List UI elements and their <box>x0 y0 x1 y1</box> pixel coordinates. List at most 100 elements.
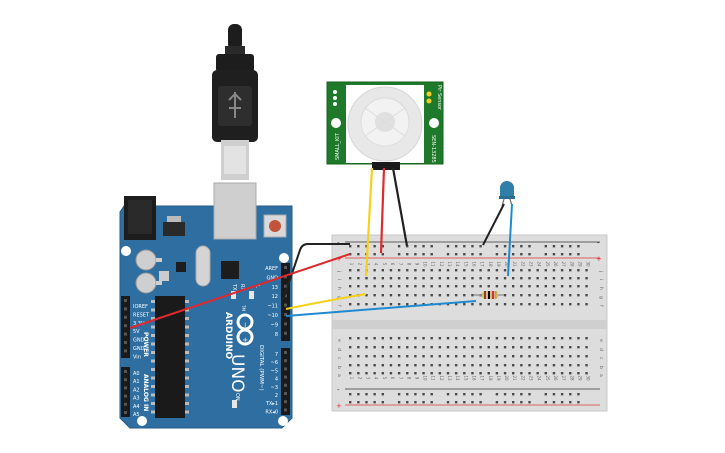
breadboard-hole[interactable] <box>381 372 384 375</box>
breadboard-hole[interactable] <box>373 285 376 288</box>
breadboard-hole[interactable] <box>528 294 531 297</box>
rail-hole[interactable] <box>503 253 507 256</box>
breadboard-hole[interactable] <box>487 364 490 367</box>
breadboard-hole[interactable] <box>569 337 572 340</box>
breadboard-hole[interactable] <box>406 372 409 375</box>
breadboard-hole[interactable] <box>487 269 490 272</box>
rail-hole[interactable] <box>381 401 384 404</box>
breadboard-hole[interactable] <box>438 277 442 280</box>
breadboard-hole[interactable] <box>463 294 466 297</box>
rail-hole[interactable] <box>349 245 352 248</box>
breadboard-hole[interactable] <box>512 294 515 297</box>
breadboard-hole[interactable] <box>406 285 409 288</box>
breadboard-hole[interactable] <box>585 285 588 288</box>
breadboard-hole[interactable] <box>454 277 458 280</box>
rail-hole[interactable] <box>373 253 376 256</box>
rail-hole[interactable] <box>577 253 580 256</box>
breadboard-hole[interactable] <box>503 303 507 306</box>
breadboard-hole[interactable] <box>552 346 556 349</box>
rail-hole[interactable] <box>373 245 376 248</box>
breadboard-hole[interactable] <box>446 372 450 375</box>
breadboard-hole[interactable] <box>512 285 515 288</box>
rail-hole[interactable] <box>544 245 547 248</box>
rail-hole[interactable] <box>544 253 547 256</box>
breadboard-hole[interactable] <box>446 337 450 340</box>
breadboard-hole[interactable] <box>389 269 393 272</box>
rail-hole[interactable] <box>381 253 384 256</box>
breadboard-hole[interactable] <box>495 269 499 272</box>
breadboard-hole[interactable] <box>430 285 433 288</box>
breadboard-hole[interactable] <box>454 337 458 340</box>
breadboard-hole[interactable] <box>349 277 352 280</box>
breadboard-hole[interactable] <box>495 346 499 349</box>
rail-hole[interactable] <box>552 393 556 396</box>
breadboard-hole[interactable] <box>414 337 417 340</box>
breadboard-hole[interactable] <box>503 364 507 367</box>
rail-hole[interactable] <box>406 253 409 256</box>
breadboard-hole[interactable] <box>397 294 401 297</box>
breadboard-hole[interactable] <box>438 294 442 297</box>
breadboard-hole[interactable] <box>446 294 450 297</box>
breadboard-hole[interactable] <box>536 337 539 340</box>
rail-hole[interactable] <box>446 245 450 248</box>
rail-hole[interactable] <box>430 393 433 396</box>
breadboard-hole[interactable] <box>552 364 556 367</box>
breadboard-hole[interactable] <box>463 285 466 288</box>
breadboard-hole[interactable] <box>520 285 523 288</box>
breadboard-hole[interactable] <box>544 277 547 280</box>
breadboard-hole[interactable] <box>552 277 556 280</box>
breadboard-hole[interactable] <box>528 285 531 288</box>
breadboard-hole[interactable] <box>520 294 523 297</box>
breadboard-hole[interactable] <box>560 294 564 297</box>
breadboard-hole[interactable] <box>381 277 384 280</box>
breadboard-hole[interactable] <box>577 269 580 272</box>
breadboard-hole[interactable] <box>503 285 507 288</box>
breadboard-hole[interactable] <box>536 285 539 288</box>
breadboard-hole[interactable] <box>397 337 401 340</box>
breadboard-hole[interactable] <box>430 372 433 375</box>
rail-hole[interactable] <box>528 393 531 396</box>
breadboard-hole[interactable] <box>528 355 531 358</box>
breadboard-hole[interactable] <box>512 269 515 272</box>
rail-hole[interactable] <box>422 253 425 256</box>
breadboard-hole[interactable] <box>414 355 417 358</box>
rail-hole[interactable] <box>528 245 531 248</box>
breadboard-hole[interactable] <box>503 277 507 280</box>
rail-hole[interactable] <box>560 401 564 404</box>
breadboard-hole[interactable] <box>503 372 507 375</box>
breadboard-hole[interactable] <box>373 269 376 272</box>
breadboard-hole[interactable] <box>357 355 360 358</box>
breadboard-hole[interactable] <box>406 364 409 367</box>
breadboard-hole[interactable] <box>373 355 376 358</box>
breadboard-hole[interactable] <box>536 364 539 367</box>
breadboard-hole[interactable] <box>471 285 474 288</box>
breadboard-hole[interactable] <box>446 285 450 288</box>
breadboard-hole[interactable] <box>365 337 368 340</box>
breadboard-hole[interactable] <box>463 372 466 375</box>
breadboard-hole[interactable] <box>520 372 523 375</box>
breadboard-hole[interactable] <box>446 277 450 280</box>
breadboard-hole[interactable] <box>512 277 515 280</box>
breadboard-hole[interactable] <box>528 303 531 306</box>
rail-hole[interactable] <box>381 245 384 248</box>
rail-hole[interactable] <box>577 401 580 404</box>
breadboard-hole[interactable] <box>479 372 482 375</box>
breadboard-hole[interactable] <box>479 364 482 367</box>
breadboard-hole[interactable] <box>349 372 352 375</box>
breadboard-hole[interactable] <box>463 269 466 272</box>
rail-hole[interactable] <box>357 393 360 396</box>
breadboard-hole[interactable] <box>495 277 499 280</box>
breadboard-hole[interactable] <box>430 364 433 367</box>
breadboard-hole[interactable] <box>577 303 580 306</box>
rail-hole[interactable] <box>357 401 360 404</box>
breadboard-hole[interactable] <box>463 337 466 340</box>
rail-hole[interactable] <box>560 253 564 256</box>
breadboard-hole[interactable] <box>422 372 425 375</box>
rail-hole[interactable] <box>479 401 482 404</box>
breadboard-hole[interactable] <box>585 372 588 375</box>
rail-hole[interactable] <box>381 393 384 396</box>
breadboard-hole[interactable] <box>471 303 474 306</box>
breadboard-hole[interactable] <box>560 303 564 306</box>
breadboard-hole[interactable] <box>381 337 384 340</box>
breadboard-hole[interactable] <box>414 346 417 349</box>
